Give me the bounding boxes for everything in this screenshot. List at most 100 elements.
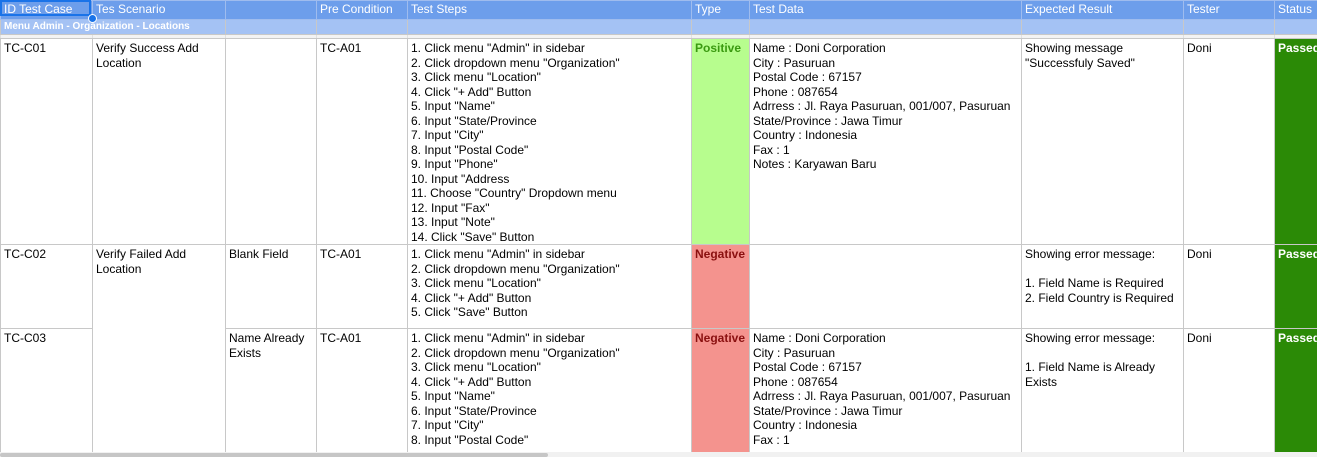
test-data-cell[interactable]: Name : Doni Corporation City : Pasuruan … <box>749 328 1022 457</box>
test-case-cell[interactable] <box>225 38 317 245</box>
header-test-scenario[interactable]: Tes Scenario <box>92 0 226 20</box>
test-case-id-cell[interactable]: TC-C03 <box>0 328 93 457</box>
data-line: Fax : 1 <box>753 432 790 447</box>
header-test-case[interactable] <box>225 0 317 20</box>
pre-condition-cell[interactable]: TC-A01 <box>316 244 408 329</box>
step-line: 13. Input "Note" <box>411 215 495 229</box>
step-line: 7. Input "City" <box>411 418 484 432</box>
cell[interactable] <box>316 19 408 35</box>
step-line: 2. Click dropdown menu "Organization" <box>411 261 620 276</box>
header-tester[interactable]: Tester <box>1183 0 1275 20</box>
header-test-data[interactable]: Test Data <box>749 0 1022 20</box>
section-row: Menu Admin - Organization - Locations <box>0 19 1317 35</box>
status-passed-cell[interactable]: Passed <box>1274 38 1317 245</box>
header-status[interactable]: Status <box>1274 0 1317 20</box>
test-case-cell[interactable]: Blank Field <box>225 244 317 329</box>
test-data-cell[interactable] <box>749 244 1022 329</box>
step-line: 3. Click menu "Location" <box>411 70 541 84</box>
step-line: 3. Click menu "Location" <box>411 360 541 374</box>
header-expected-result[interactable]: Expected Result <box>1021 0 1184 20</box>
data-line: Phone : 087654 <box>753 84 838 99</box>
expected-result-cell[interactable]: Showing message "Successfuly Saved" <box>1021 38 1184 245</box>
data-line: Adrress : Jl. Raya Pasuruan, 001/007, Pa… <box>753 99 1011 113</box>
cell[interactable] <box>749 19 1022 35</box>
pre-condition-cell[interactable]: TC-A01 <box>316 38 408 245</box>
pre-condition-cell[interactable]: TC-A01 <box>316 328 408 457</box>
data-line: City : Pasuruan <box>753 55 836 70</box>
cell-line: 1. Field Name is Required <box>1025 276 1164 290</box>
step-line: 3. Click menu "Location" <box>411 276 541 290</box>
data-line: Fax : 1 <box>753 142 790 157</box>
data-line: Country : Indonesia <box>753 418 858 432</box>
cell[interactable] <box>1274 19 1317 35</box>
status-passed-cell[interactable]: Passed <box>1274 328 1317 457</box>
step-line: 10. Input "Address <box>411 171 510 186</box>
cell-line: Showing message <box>1025 41 1124 55</box>
type-negative-cell[interactable]: Negative <box>691 328 750 457</box>
header-pre-condition[interactable]: Pre Condition <box>316 0 408 20</box>
step-line: 2. Click dropdown menu "Organization" <box>411 345 620 360</box>
step-line: 12. Input "Fax" <box>411 200 490 215</box>
table-row: TC-C03 Name Already Exists TC-A01 1. Cli… <box>0 328 1317 457</box>
cell-line: Exists <box>1025 374 1058 389</box>
test-case-id-cell[interactable]: TC-C01 <box>0 38 93 245</box>
test-steps-cell[interactable]: 1. Click menu "Admin" in sidebar 2. Clic… <box>407 328 692 457</box>
tester-cell[interactable]: Doni <box>1183 38 1275 245</box>
cell-line: Showing error message: <box>1025 331 1156 345</box>
section-title[interactable]: Menu Admin - Organization - Locations <box>0 19 226 35</box>
step-line: 5. Input "Name" <box>411 99 495 113</box>
cell-line: Verify Failed Add <box>96 247 187 261</box>
cell-line: Name Already <box>229 331 305 345</box>
test-case-cell[interactable]: Name Already Exists <box>225 328 317 457</box>
cell-line <box>1025 346 1180 361</box>
test-data-cell[interactable]: Name : Doni Corporation City : Pasuruan … <box>749 38 1022 245</box>
fill-handle[interactable] <box>88 14 97 23</box>
step-line: 11. Choose "Country" Dropdown menu <box>411 186 617 200</box>
cell-line: 2. Field Country is Required <box>1025 290 1174 305</box>
horizontal-scrollbar-thumb[interactable] <box>0 453 548 457</box>
type-negative-cell[interactable]: Negative <box>691 244 750 329</box>
tester-cell[interactable]: Doni <box>1183 244 1275 329</box>
step-line: 4. Click "+ Add" Button <box>411 84 532 99</box>
cell-line: Verify Success Add <box>96 41 199 55</box>
header-row: ID Test Case Tes Scenario Pre Condition … <box>0 0 1317 20</box>
status-passed-cell[interactable]: Passed <box>1274 244 1317 329</box>
cell-line: 1. Field Name is Already <box>1025 360 1156 374</box>
cell-line: Showing error message: <box>1025 247 1156 261</box>
header-id-test-case[interactable]: ID Test Case <box>0 0 93 20</box>
data-line: Phone : 087654 <box>753 374 838 389</box>
step-line: 5. Input "Name" <box>411 389 495 403</box>
data-line: State/Province : Jawa Timur <box>753 403 903 418</box>
data-line: Postal Code : 67157 <box>753 360 862 374</box>
cell[interactable] <box>225 19 317 35</box>
test-steps-cell[interactable]: 1. Click menu "Admin" in sidebar 2. Clic… <box>407 244 692 329</box>
data-line: Postal Code : 67157 <box>753 70 862 84</box>
test-scenario-cell[interactable]: Verify Failed Add Location <box>92 244 226 457</box>
data-line: City : Pasuruan <box>753 345 836 360</box>
step-line: 4. Click "+ Add" Button <box>411 290 532 305</box>
test-steps-cell[interactable]: 1. Click menu "Admin" in sidebar 2. Clic… <box>407 38 692 245</box>
data-line: Notes : Karyawan Baru <box>753 157 877 171</box>
step-line: 7. Input "City" <box>411 128 484 142</box>
step-line: 4. Click "+ Add" Button <box>411 374 532 389</box>
cell[interactable] <box>407 19 692 35</box>
header-type[interactable]: Type <box>691 0 750 20</box>
data-line: Country : Indonesia <box>753 128 858 142</box>
test-scenario-cell[interactable]: Verify Success Add Location <box>92 38 226 245</box>
horizontal-scrollbar[interactable] <box>0 452 1317 457</box>
expected-result-cell[interactable]: Showing error message: 1. Field Name is … <box>1021 244 1184 329</box>
cell[interactable] <box>1021 19 1184 35</box>
step-line: 6. Input "State/Province <box>411 113 537 128</box>
test-case-id-cell[interactable]: TC-C02 <box>0 244 93 329</box>
header-test-steps[interactable]: Test Steps <box>407 0 692 20</box>
cell[interactable] <box>1183 19 1275 35</box>
cell[interactable] <box>691 19 750 35</box>
type-positive-cell[interactable]: Positive <box>691 38 750 245</box>
tester-cell[interactable]: Doni <box>1183 328 1275 457</box>
step-line: 9. Input "Phone" <box>411 157 498 171</box>
expected-result-cell[interactable]: Showing error message: 1. Field Name is … <box>1021 328 1184 457</box>
table-row: TC-C01 Verify Success Add Location TC-A0… <box>0 38 1317 245</box>
step-line: 8. Input "Postal Code" <box>411 432 529 447</box>
